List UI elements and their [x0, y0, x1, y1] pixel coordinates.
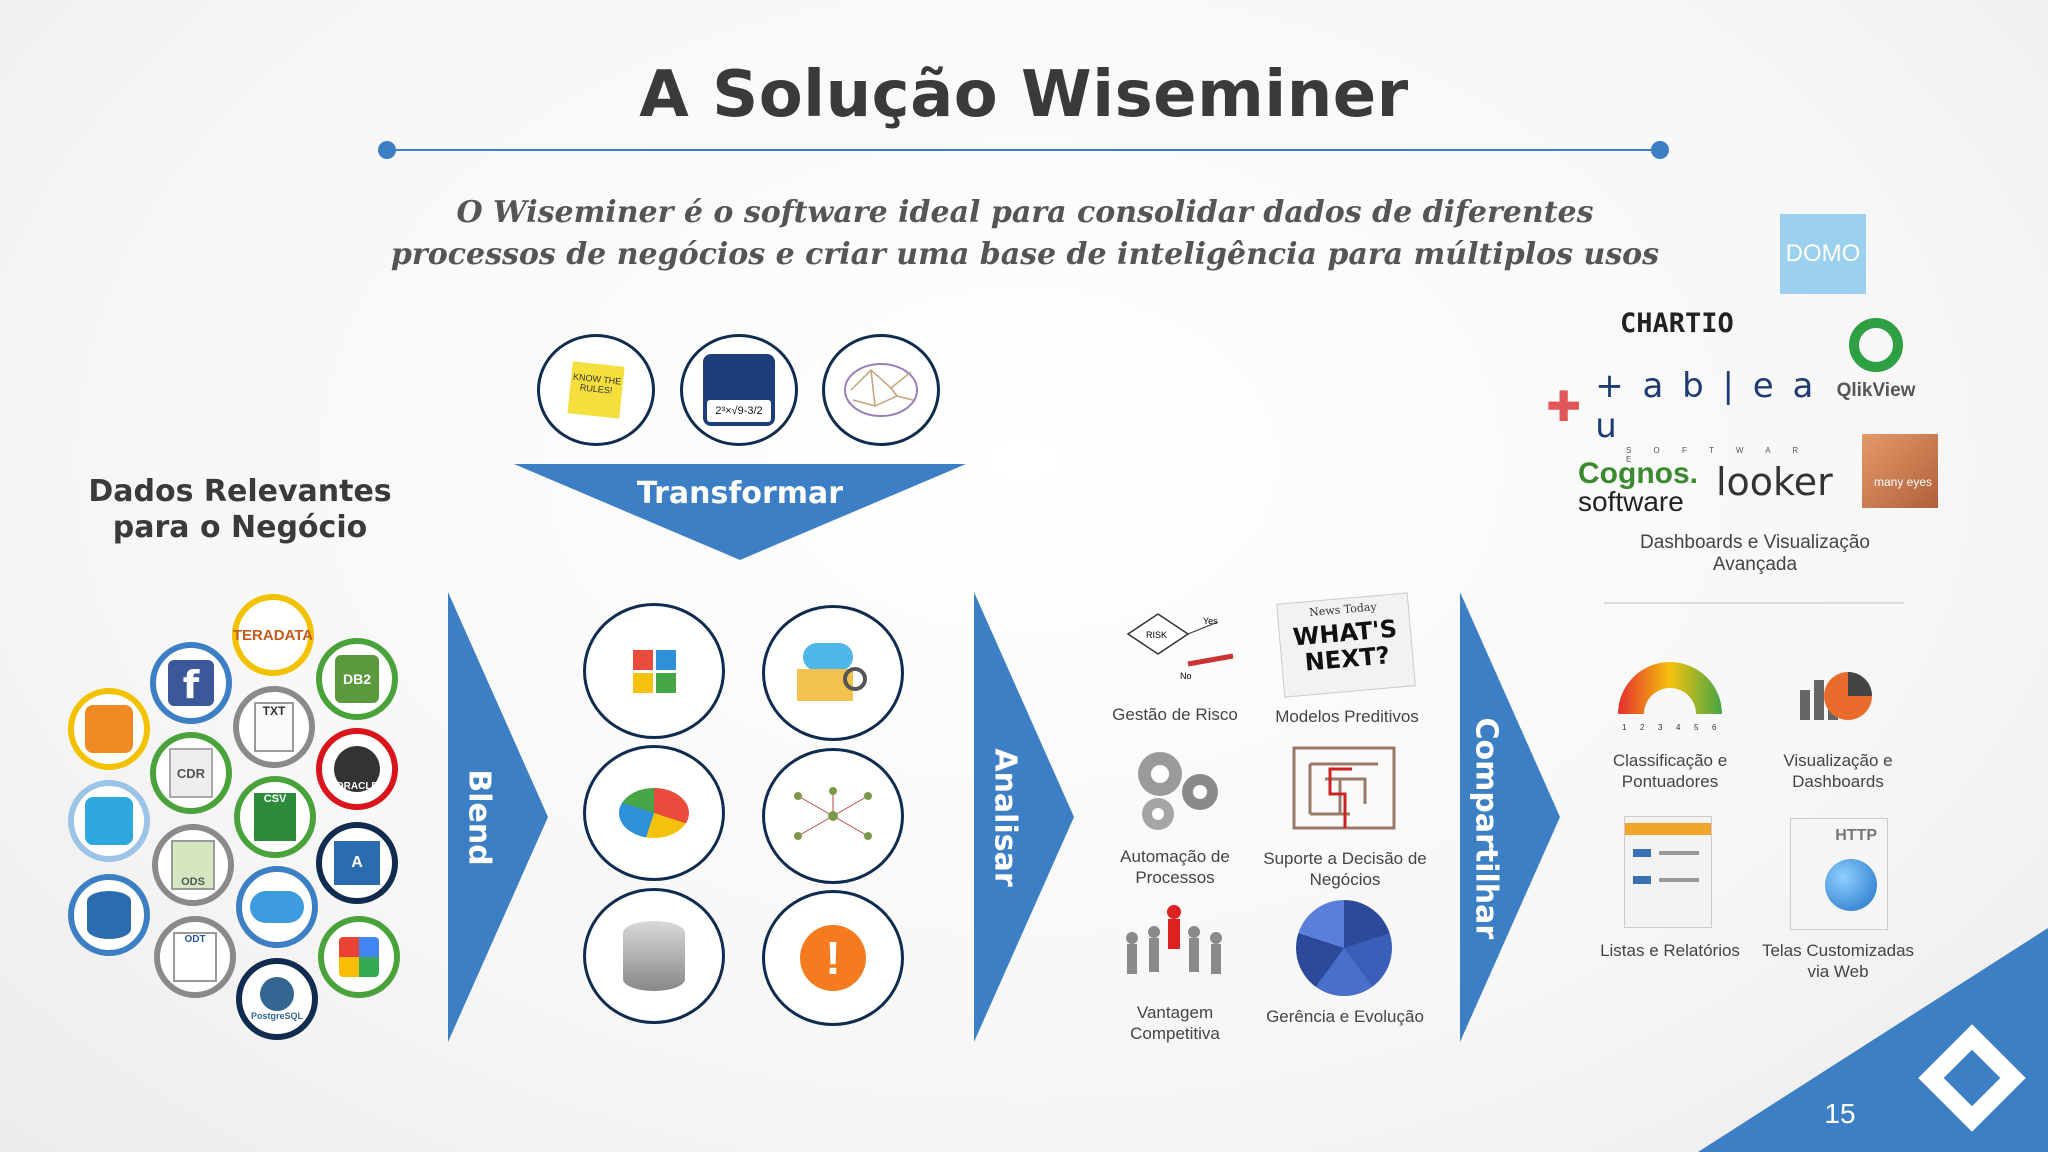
chart-pie-icon: [1800, 672, 1872, 720]
rss-icon: [68, 688, 150, 770]
analisar-label: Analisar: [987, 748, 1023, 887]
page-number: 15: [1824, 1098, 1856, 1129]
tableau-logo: ✚ + a b | e a u S O F T W A R E: [1546, 366, 1818, 464]
http-globe-icon: HTTP: [1790, 818, 1888, 930]
svg-text:2: 2: [1640, 723, 1645, 732]
decision-support-label: Suporte a Decisão de Negócios: [1263, 849, 1427, 889]
gears-icon: [1138, 752, 1218, 830]
svg-text:4: 4: [1676, 723, 1681, 732]
management-evolution-label: Gerência e Evolução: [1266, 1007, 1424, 1026]
db2-icon: DB2: [316, 638, 398, 720]
compartilhar-chevron: [1460, 592, 1560, 1042]
dashboards-label: Visualização e Dashboards: [1783, 751, 1893, 791]
web-screens-label: Telas Customizadas via Web: [1761, 941, 1915, 981]
brain-network-icon: [822, 334, 940, 446]
competitive-advantage-label: Vantagem Competitiva: [1130, 1003, 1220, 1043]
facebook-icon: f: [150, 642, 232, 724]
many-eyes-logo: many eyes: [1862, 434, 1938, 508]
access-db-icon: A: [316, 822, 398, 904]
cloud-folder-search-icon: [762, 605, 904, 741]
risk-gauge-icon: 1 2 3 4 5 6: [1618, 662, 1722, 732]
odt-file-icon: ODT: [154, 916, 236, 998]
domo-logo: DOMO: [1780, 214, 1866, 294]
csv-file-icon: CSV: [234, 776, 316, 858]
database-icon: [68, 874, 150, 956]
oracle-icon: ORACLE: [316, 728, 398, 810]
cognos-logo: Cognos. software: [1578, 457, 1698, 517]
teradata-icon: TERADATA: [232, 594, 314, 676]
svg-text:6: 6: [1712, 723, 1717, 732]
svg-text:Yes: Yes: [1203, 616, 1218, 626]
maze-icon: [1292, 746, 1396, 830]
transform-label: Transformar: [636, 476, 844, 511]
txt-file-icon: TXT: [233, 686, 315, 768]
analisar-chevron: [974, 592, 1074, 1042]
puzzle-people-icon: [583, 603, 725, 739]
data-sources-heading: Dados Relevantes para o Negócio: [88, 474, 392, 545]
list-report-icon: [1624, 816, 1712, 928]
team-puzzle-icon: [583, 745, 725, 881]
twitter-icon: [68, 780, 150, 862]
blend-label: Blend: [461, 769, 497, 866]
crowd-leader-icon: [1126, 905, 1222, 974]
predictive-models-label: Modelos Preditivos: [1275, 707, 1419, 726]
chartio-logo: CHARTIO: [1620, 308, 1734, 339]
svg-text:5: 5: [1694, 723, 1699, 732]
cloud-icon: [236, 866, 318, 948]
tableau-cross-icon: ✚: [1546, 381, 1582, 431]
transform-banner: [514, 464, 966, 560]
postgresql-icon: PostgreSQL: [236, 958, 318, 1040]
slide-subtitle: O Wiseminer é o software ideal para cons…: [390, 195, 1660, 272]
logos-divider: [1604, 602, 1904, 604]
ods-file-icon: ODS: [152, 824, 234, 906]
svg-text:No: No: [1180, 671, 1192, 681]
risk-diagram-icon: RISK Yes No: [1126, 613, 1234, 681]
alert-icon: !: [762, 890, 904, 1026]
google-drive-icon: [318, 916, 400, 998]
math-formula-icon: 2³×√9-3/2: [680, 334, 798, 446]
blend-chevron: [448, 592, 548, 1042]
rules-note-icon: KNOW THE RULES!: [537, 334, 655, 446]
looker-logo: looker: [1716, 460, 1833, 504]
lifecycle-wheel-icon: [1296, 900, 1392, 996]
svg-text:RISK: RISK: [1146, 630, 1167, 640]
title-divider: [378, 141, 1669, 159]
dashboards-caption: Dashboards e Visualização Avançada: [1640, 532, 1870, 575]
qlikview-logo: QlikView: [1834, 312, 1918, 408]
scoring-label: Classificação e Pontuadores: [1612, 751, 1728, 791]
people-network-icon: [762, 748, 904, 884]
slide-title: A Solução Wiseminer: [639, 58, 1409, 132]
process-automation-label: Automação de Processos: [1120, 847, 1230, 887]
cdr-file-icon: CDR: [150, 732, 232, 814]
reports-label: Listas e Relatórios: [1600, 941, 1740, 960]
svg-text:1: 1: [1622, 723, 1627, 732]
database-brush-icon: [583, 888, 725, 1024]
risk-management-label: Gestão de Risco: [1112, 705, 1238, 724]
wiseminer-logo-icon: [1912, 1018, 2032, 1138]
compartilhar-label: Compartilhar: [1468, 717, 1504, 940]
svg-text:3: 3: [1658, 723, 1663, 732]
newspaper-icon: News Today WHAT'S NEXT?: [1276, 592, 1416, 698]
